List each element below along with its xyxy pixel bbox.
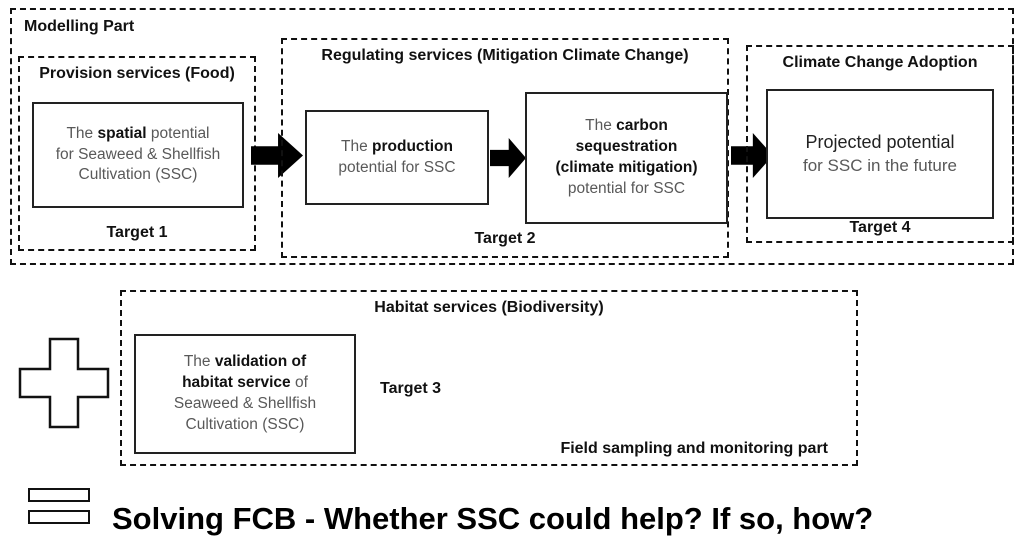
- equals-icon: [28, 488, 90, 532]
- arrow-right-icon: [490, 138, 526, 178]
- regulating-services-title: Regulating services (Mitigation Climate …: [321, 47, 689, 64]
- habitat-services-box: Habitat services (Biodiversity) The vali…: [120, 290, 858, 466]
- modelling-part-label: Modelling Part: [24, 18, 135, 35]
- target-2-label: Target 2: [474, 230, 536, 247]
- plus-icon: [18, 337, 110, 429]
- projected-potential-text: Projected potential for SSC in the futur…: [802, 132, 958, 175]
- provision-services-box: Provision services (Food) The spatial po…: [18, 56, 256, 251]
- climate-adoption-title: Climate Change Adoption: [782, 54, 978, 71]
- provision-services-title: Provision services (Food): [39, 65, 235, 82]
- habitat-validation-box: The validation of habitat service of Sea…: [134, 334, 356, 454]
- climate-adoption-box: Climate Change Adoption Projected potent…: [746, 45, 1014, 243]
- conclusion-text: Solving FCB - Whether SSC could help? If…: [112, 501, 874, 536]
- production-potential-box: The production potential for SSC: [305, 110, 489, 205]
- target-4-label: Target 4: [849, 219, 911, 236]
- production-potential-text: The production potential for SSC: [338, 137, 456, 176]
- habitat-services-title: Habitat services (Biodiversity): [374, 299, 604, 316]
- carbon-sequestration-box: The carbon sequestration (climate mitiga…: [525, 92, 728, 224]
- field-sampling-label: Field sampling and monitoring part: [560, 440, 828, 457]
- arrow-right-icon: [731, 133, 773, 178]
- arrow-right-icon: [251, 133, 303, 178]
- spatial-potential-box: The spatial potential for Seaweed & Shel…: [32, 102, 244, 208]
- spatial-potential-text: The spatial potential for Seaweed & Shel…: [55, 124, 221, 184]
- target-1-label: Target 1: [106, 224, 168, 241]
- regulating-services-box: Regulating services (Mitigation Climate …: [281, 38, 729, 258]
- carbon-sequestration-text: The carbon sequestration (climate mitiga…: [555, 117, 698, 197]
- projected-potential-box: Projected potential for SSC in the futur…: [766, 89, 994, 219]
- habitat-validation-text: The validation of habitat service of Sea…: [173, 353, 317, 433]
- target-3-label: Target 3: [380, 380, 442, 397]
